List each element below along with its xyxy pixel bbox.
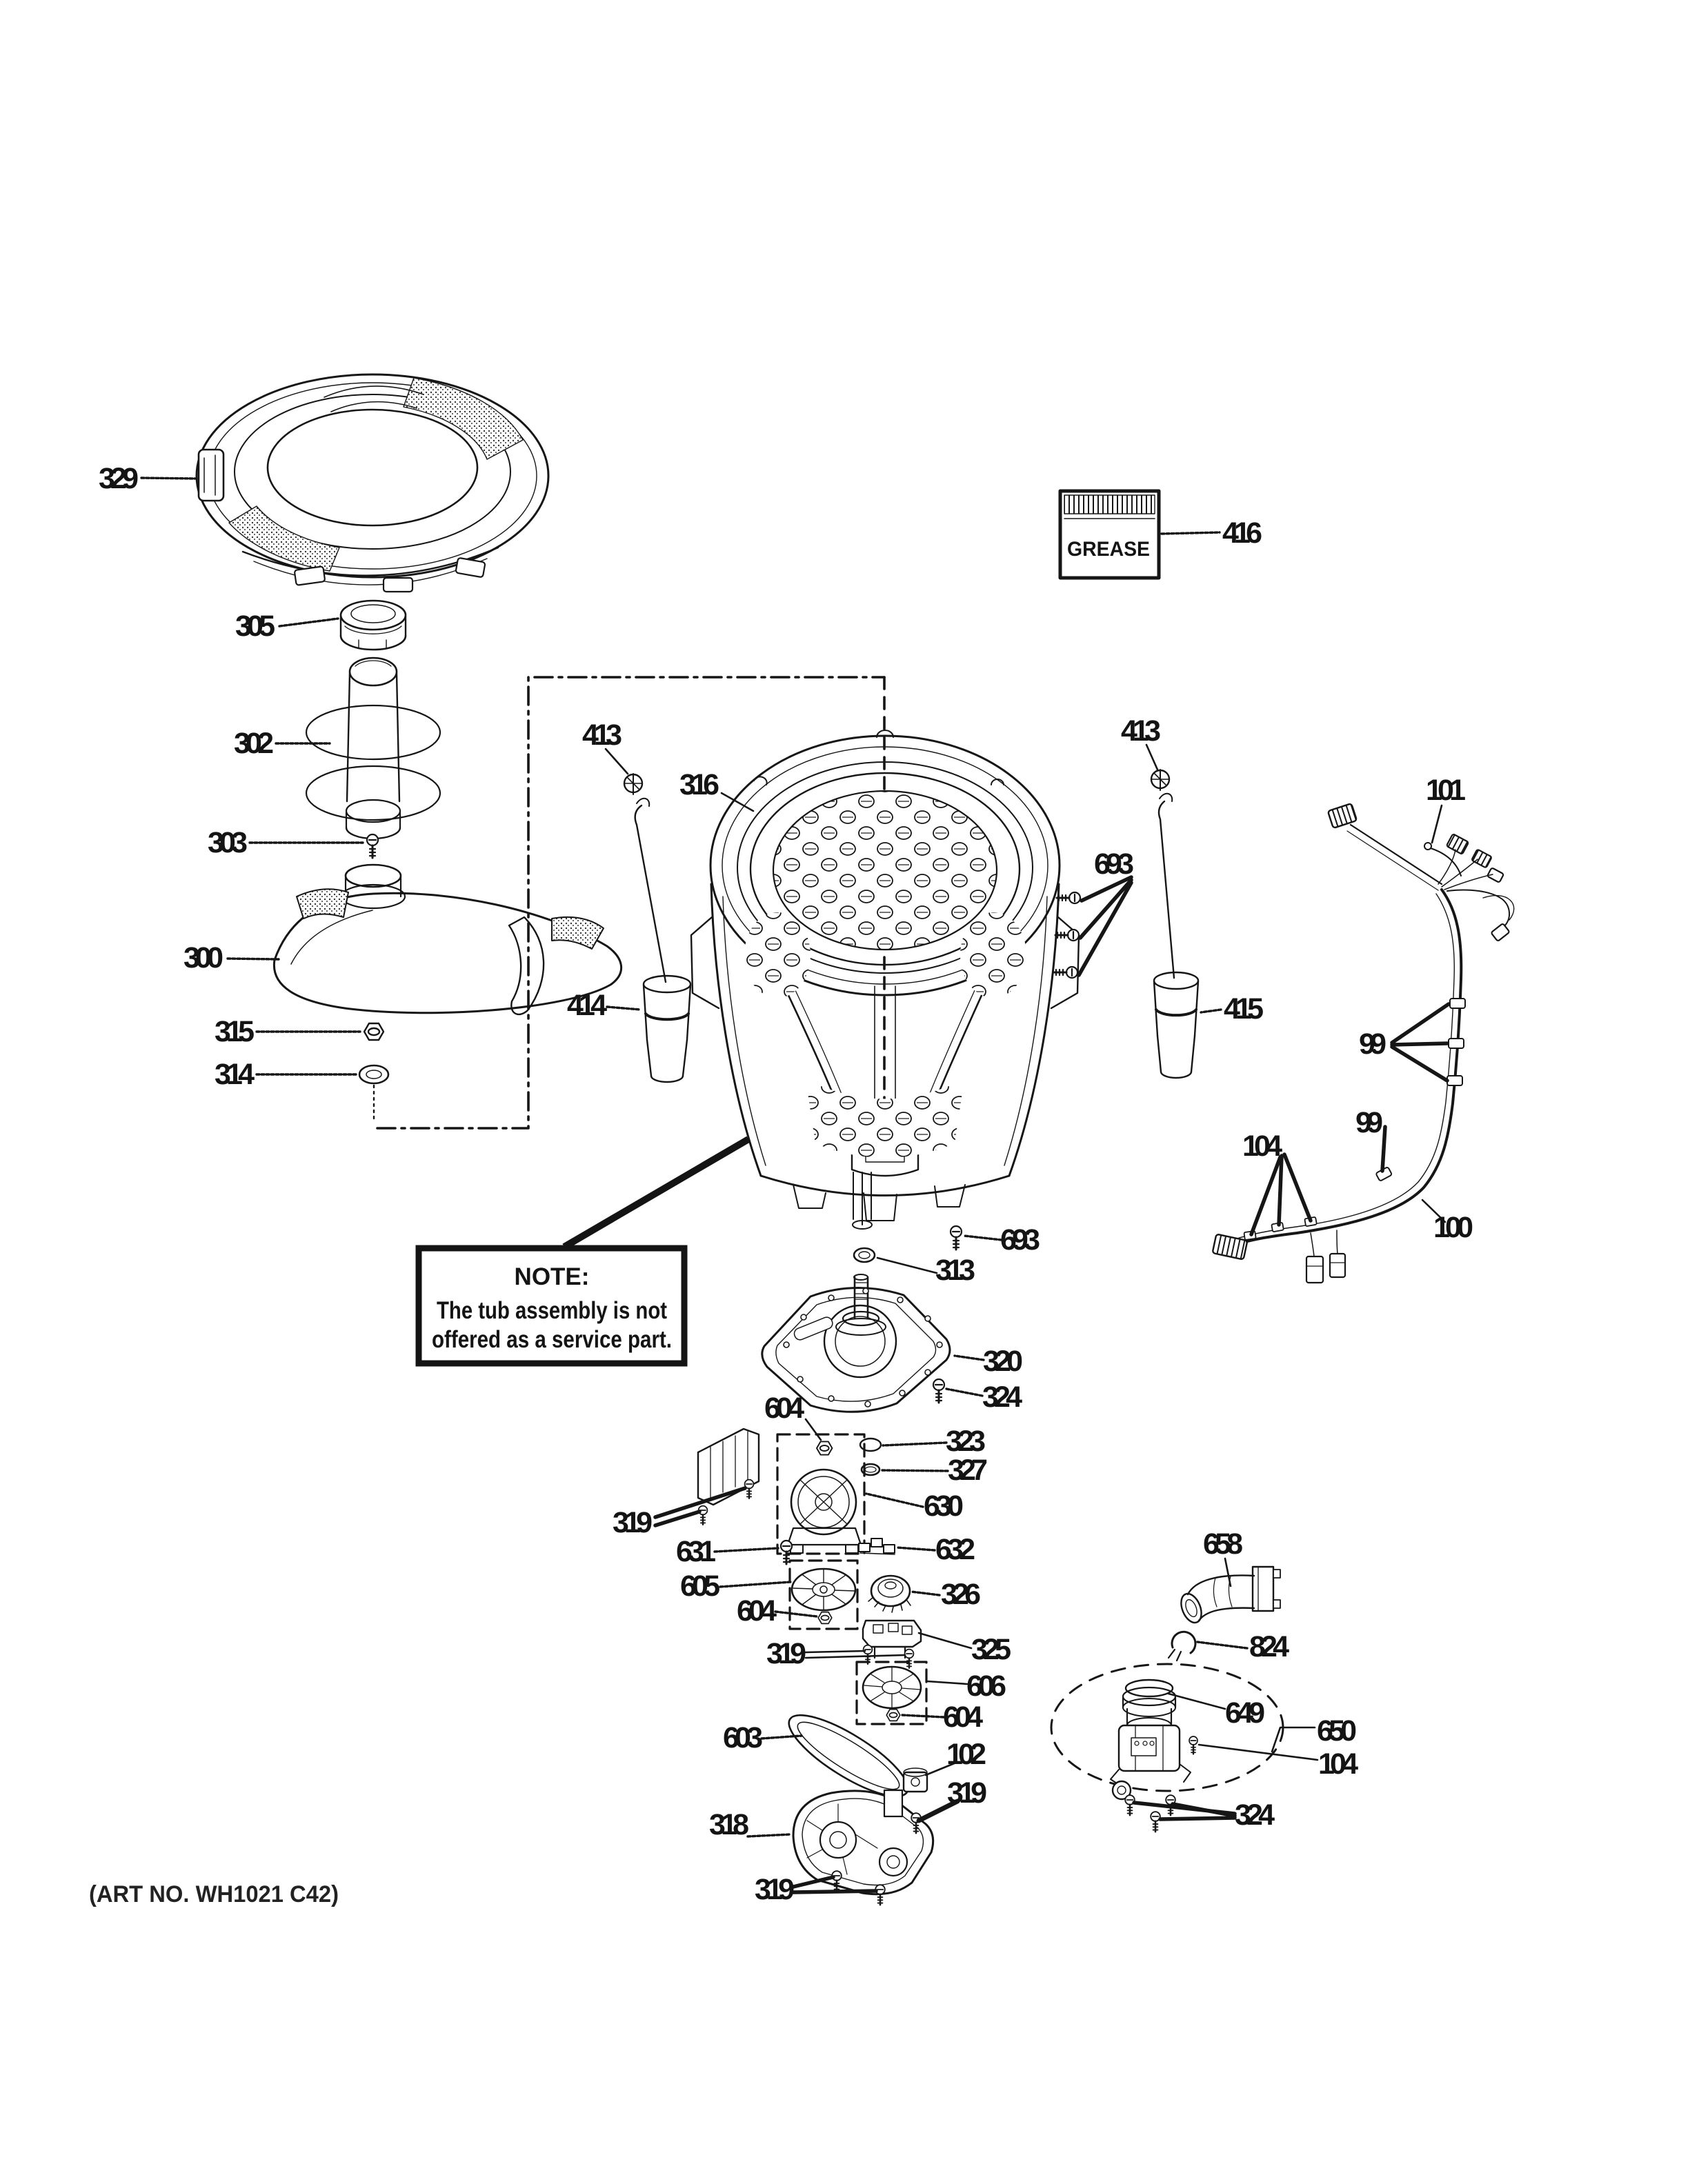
callout-100: 100 <box>1433 1211 1473 1244</box>
basket-tub-drawing <box>690 730 1082 1230</box>
agitator-auger-drawing <box>305 657 441 840</box>
callout-99-bottom: 99 <box>1355 1106 1383 1139</box>
callout-101: 101 <box>1426 774 1466 807</box>
gearcase-bottom-screws-319 <box>831 1870 886 1906</box>
callout-604-pulley: 604 <box>943 1701 983 1734</box>
clamp-824-drawing <box>1167 1630 1197 1662</box>
callout-693-right: 693 <box>1094 848 1134 881</box>
platform-drawing <box>761 1274 951 1413</box>
callout-319-bottom: 319 <box>755 1873 795 1906</box>
callout-104-harness: 104 <box>1242 1130 1282 1163</box>
motor-nut-604-top <box>816 1441 833 1456</box>
note-line1: The tub assembly is not <box>437 1297 667 1324</box>
callout-630: 630 <box>924 1490 964 1523</box>
snubber-rings <box>859 1437 882 1476</box>
callout-313: 313 <box>935 1254 975 1287</box>
callout-824: 824 <box>1249 1630 1289 1663</box>
pulley-nut-604 <box>886 1708 901 1722</box>
callout-314: 314 <box>215 1058 255 1091</box>
suspension-rod-right <box>1157 792 1175 979</box>
leader-lines-dotted <box>140 477 1249 1838</box>
callout-604-top: 604 <box>764 1392 804 1425</box>
callout-315: 315 <box>215 1015 255 1048</box>
callout-650: 650 <box>1317 1714 1357 1747</box>
callout-319-bracket: 319 <box>613 1506 653 1539</box>
grease-packet-drawing <box>1058 489 1161 580</box>
callout-413-right: 413 <box>1121 714 1161 748</box>
callout-605: 605 <box>680 1570 720 1603</box>
platform-screw-324 <box>932 1378 946 1404</box>
callout-413-left: 413 <box>582 719 622 752</box>
leader-lines-solid <box>604 743 1447 1776</box>
vent-bracket-drawing <box>697 1427 760 1506</box>
terminal-block-632 <box>858 1538 895 1555</box>
agitator-washer-drawing <box>358 1064 390 1123</box>
callout-415: 415 <box>1224 992 1264 1025</box>
suspension-clip-left <box>623 773 644 795</box>
callout-302: 302 <box>234 727 274 760</box>
idler-102-drawing <box>902 1767 928 1793</box>
callout-603: 603 <box>723 1721 763 1754</box>
pulley-dashed-box <box>855 1661 928 1725</box>
callout-414: 414 <box>567 989 607 1022</box>
callout-319-gearcase: 319 <box>947 1776 987 1810</box>
callout-99-top: 99 <box>1359 1028 1386 1061</box>
suspension-rod-left <box>634 797 667 983</box>
pump-screws-324 <box>1124 1794 1177 1833</box>
o-ring-313-drawing <box>853 1247 876 1263</box>
motor-dashed-box <box>776 1433 866 1555</box>
callout-604-mid: 604 <box>737 1594 777 1627</box>
callout-318: 318 <box>709 1808 749 1841</box>
suspension-clip-right <box>1150 769 1171 791</box>
fan-606-drawing <box>862 1665 922 1710</box>
gearcase-cover-318-drawing <box>792 1789 935 1896</box>
callout-658: 658 <box>1203 1527 1243 1561</box>
hose-658-drawing <box>1180 1565 1281 1624</box>
rotor-326-drawing <box>868 1574 911 1613</box>
motor-drawing <box>786 1468 862 1554</box>
suspension-damper-right <box>1153 971 1200 1079</box>
agitator-nut-drawing <box>363 1022 385 1041</box>
fan-605-drawing <box>791 1567 857 1612</box>
agitator-base-drawing <box>272 863 622 1016</box>
callout-303: 303 <box>208 826 248 859</box>
grease-packet-label: GREASE <box>1067 538 1150 561</box>
fan-dashed-box <box>788 1559 859 1630</box>
callout-632: 632 <box>935 1533 975 1566</box>
callout-649: 649 <box>1225 1696 1265 1730</box>
art-number: (ART NO. WH1021 C42) <box>89 1881 339 1907</box>
callout-300: 300 <box>183 941 223 974</box>
callout-323: 323 <box>946 1425 986 1458</box>
callout-324-right: 324 <box>982 1381 1022 1414</box>
callout-325: 325 <box>971 1633 1011 1666</box>
pump-screw-104 <box>1188 1735 1199 1755</box>
leader-arrows-thick <box>653 875 1451 1894</box>
note-line2: offered as a service part. <box>432 1326 672 1353</box>
callout-693-bottom: 693 <box>1000 1223 1040 1256</box>
callout-104-pump: 104 <box>1318 1747 1358 1781</box>
agitator-screw-drawing <box>366 833 379 859</box>
callout-305: 305 <box>235 610 275 643</box>
note-heading: NOTE: <box>515 1263 590 1290</box>
callout-320: 320 <box>983 1345 1023 1378</box>
callout-316: 316 <box>679 768 719 801</box>
note-box: NOTE: The tub assembly is not offered as… <box>415 1136 750 1367</box>
suspension-damper-left <box>642 974 692 1083</box>
callout-631: 631 <box>676 1535 716 1568</box>
fan-nut-604-mid <box>817 1611 833 1625</box>
callout-319-stator: 319 <box>766 1637 806 1670</box>
callout-102: 102 <box>946 1738 986 1771</box>
callout-606: 606 <box>966 1670 1006 1703</box>
callout-416: 416 <box>1222 517 1262 550</box>
pump-649-drawing <box>1110 1679 1191 1801</box>
callout-326: 326 <box>941 1578 981 1611</box>
tub-screw-693-bottom <box>949 1225 963 1251</box>
callout-324-bottom: 324 <box>1235 1799 1275 1832</box>
fabric-softener-cap-drawing <box>339 599 407 651</box>
tub-cover-drawing <box>195 373 550 593</box>
callout-327: 327 <box>948 1454 988 1487</box>
callout-329: 329 <box>99 462 139 495</box>
